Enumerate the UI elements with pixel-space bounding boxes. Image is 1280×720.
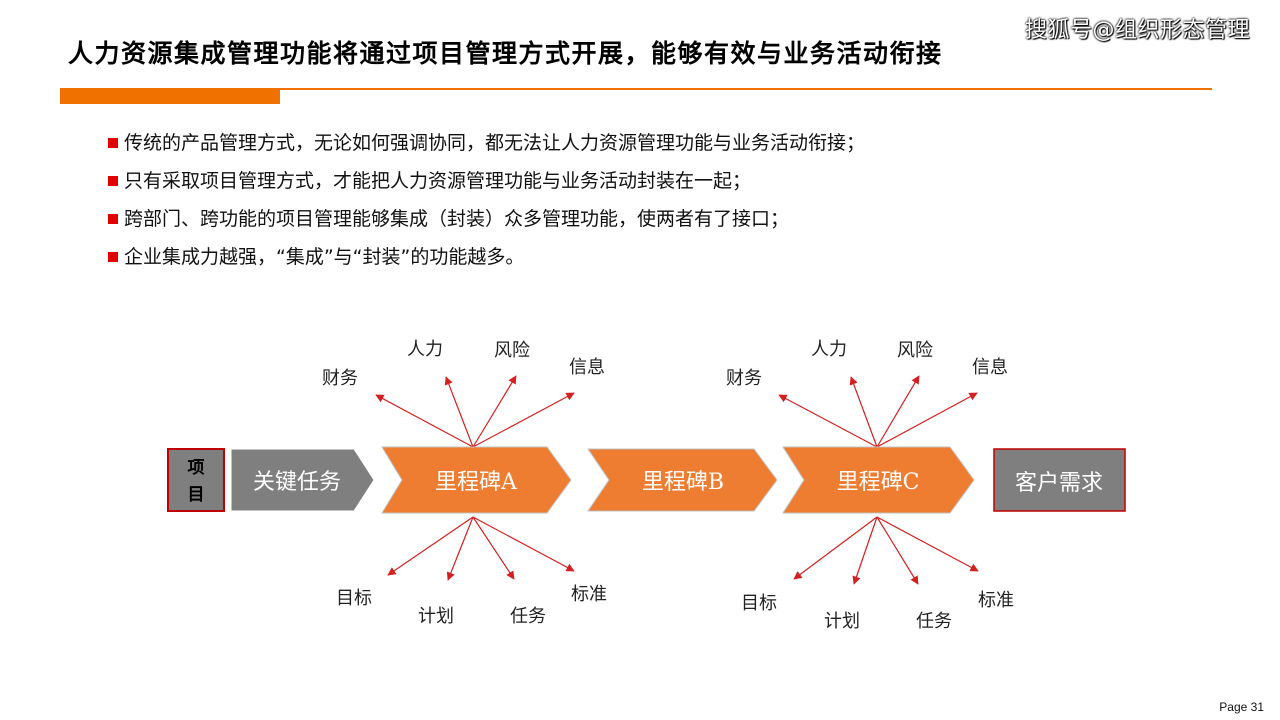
bullet-text: 企业集成力越强，“集成”与“封装”的功能越多。 xyxy=(124,246,525,268)
bullet-item: 企业集成力越强，“集成”与“封装”的功能越多。 xyxy=(108,238,865,276)
label-info-a: 信息 xyxy=(569,357,605,378)
project-label-2: 目 xyxy=(188,485,205,505)
bullet-item: 只有采取项目管理方式，才能把人力资源管理功能与业务活动封装在一起； xyxy=(108,162,865,200)
arrow xyxy=(387,516,474,576)
arrow xyxy=(876,516,979,572)
bullet-square-icon xyxy=(108,176,118,186)
label-task-a: 任务 xyxy=(510,606,546,627)
flow-label-milestone-a: 里程碑A xyxy=(435,470,518,495)
arrow xyxy=(375,394,474,448)
bullet-text: 只有采取项目管理方式，才能把人力资源管理功能与业务活动封装在一起； xyxy=(124,170,752,192)
project-label-1: 项 xyxy=(188,458,205,478)
arrow xyxy=(444,376,474,448)
label-goal-c: 目标 xyxy=(741,593,777,614)
bullet-list: 传统的产品管理方式，无论如何强调协同，都无法让人力资源管理功能与业务活动衔接； … xyxy=(108,124,865,276)
arrow xyxy=(472,516,575,572)
bullet-square-icon xyxy=(108,252,118,262)
label-risk-a: 风险 xyxy=(494,340,530,361)
arrow xyxy=(446,516,474,581)
bullet-item: 跨部门、跨功能的项目管理能够集成（封装）众多管理功能，使两者有了接口； xyxy=(108,200,865,238)
bullet-square-icon xyxy=(108,138,118,148)
arrow xyxy=(876,375,920,448)
arrow xyxy=(778,394,878,448)
flow-label-customer-demand: 客户需求 xyxy=(1015,471,1103,496)
label-hr-a: 人力 xyxy=(407,339,443,360)
bullet-square-icon xyxy=(108,214,118,224)
slide-title: 人力资源集成管理功能将通过项目管理方式开展，能够有效与业务活动衔接 xyxy=(68,39,943,68)
arrow xyxy=(876,392,978,448)
header-accent-bar xyxy=(60,88,280,104)
label-risk-c: 风险 xyxy=(897,340,933,361)
label-finance-a: 财务 xyxy=(322,368,358,389)
bullet-item: 传统的产品管理方式，无论如何强调协同，都无法让人力资源管理功能与业务活动衔接； xyxy=(108,124,865,162)
label-task-c: 任务 xyxy=(916,611,952,632)
label-standard-a: 标准 xyxy=(571,584,607,605)
flow-label-milestone-b: 里程碑B xyxy=(642,470,724,495)
arrow xyxy=(876,516,919,585)
label-plan-a: 计划 xyxy=(418,606,454,627)
bullet-text: 跨部门、跨功能的项目管理能够集成（封装）众多管理功能，使两者有了接口； xyxy=(124,208,790,230)
milestone-a-arrows xyxy=(375,375,575,581)
flow-step-customer-demand xyxy=(993,448,1126,512)
arrow xyxy=(849,376,878,448)
arrow xyxy=(852,516,878,585)
page-number: Page 31 xyxy=(1219,700,1264,714)
flow-step-milestone-a xyxy=(381,446,572,514)
arrow xyxy=(793,516,878,580)
milestone-c-arrows xyxy=(778,375,979,585)
label-goal-a: 目标 xyxy=(336,588,372,609)
arrow xyxy=(472,392,575,448)
watermark: 搜狐号@组织形态管理 xyxy=(1024,18,1250,43)
flow-step-milestone-c xyxy=(782,446,975,514)
flow-label-milestone-c: 里程碑C xyxy=(837,470,920,495)
label-standard-c: 标准 xyxy=(978,590,1014,611)
flow-step-milestone-b xyxy=(587,448,778,512)
bullet-text: 传统的产品管理方式，无论如何强调协同，都无法让人力资源管理功能与业务活动衔接； xyxy=(124,132,866,154)
header-rule xyxy=(60,88,1212,90)
arrow xyxy=(472,516,515,580)
arrow xyxy=(472,375,517,448)
flow-step-key-task xyxy=(230,448,375,512)
label-finance-c: 财务 xyxy=(726,368,762,389)
flow-label-key-task: 关键任务 xyxy=(253,470,341,495)
label-plan-c: 计划 xyxy=(824,611,860,632)
project-box xyxy=(167,448,225,512)
label-hr-c: 人力 xyxy=(811,339,847,360)
label-info-c: 信息 xyxy=(972,357,1008,378)
